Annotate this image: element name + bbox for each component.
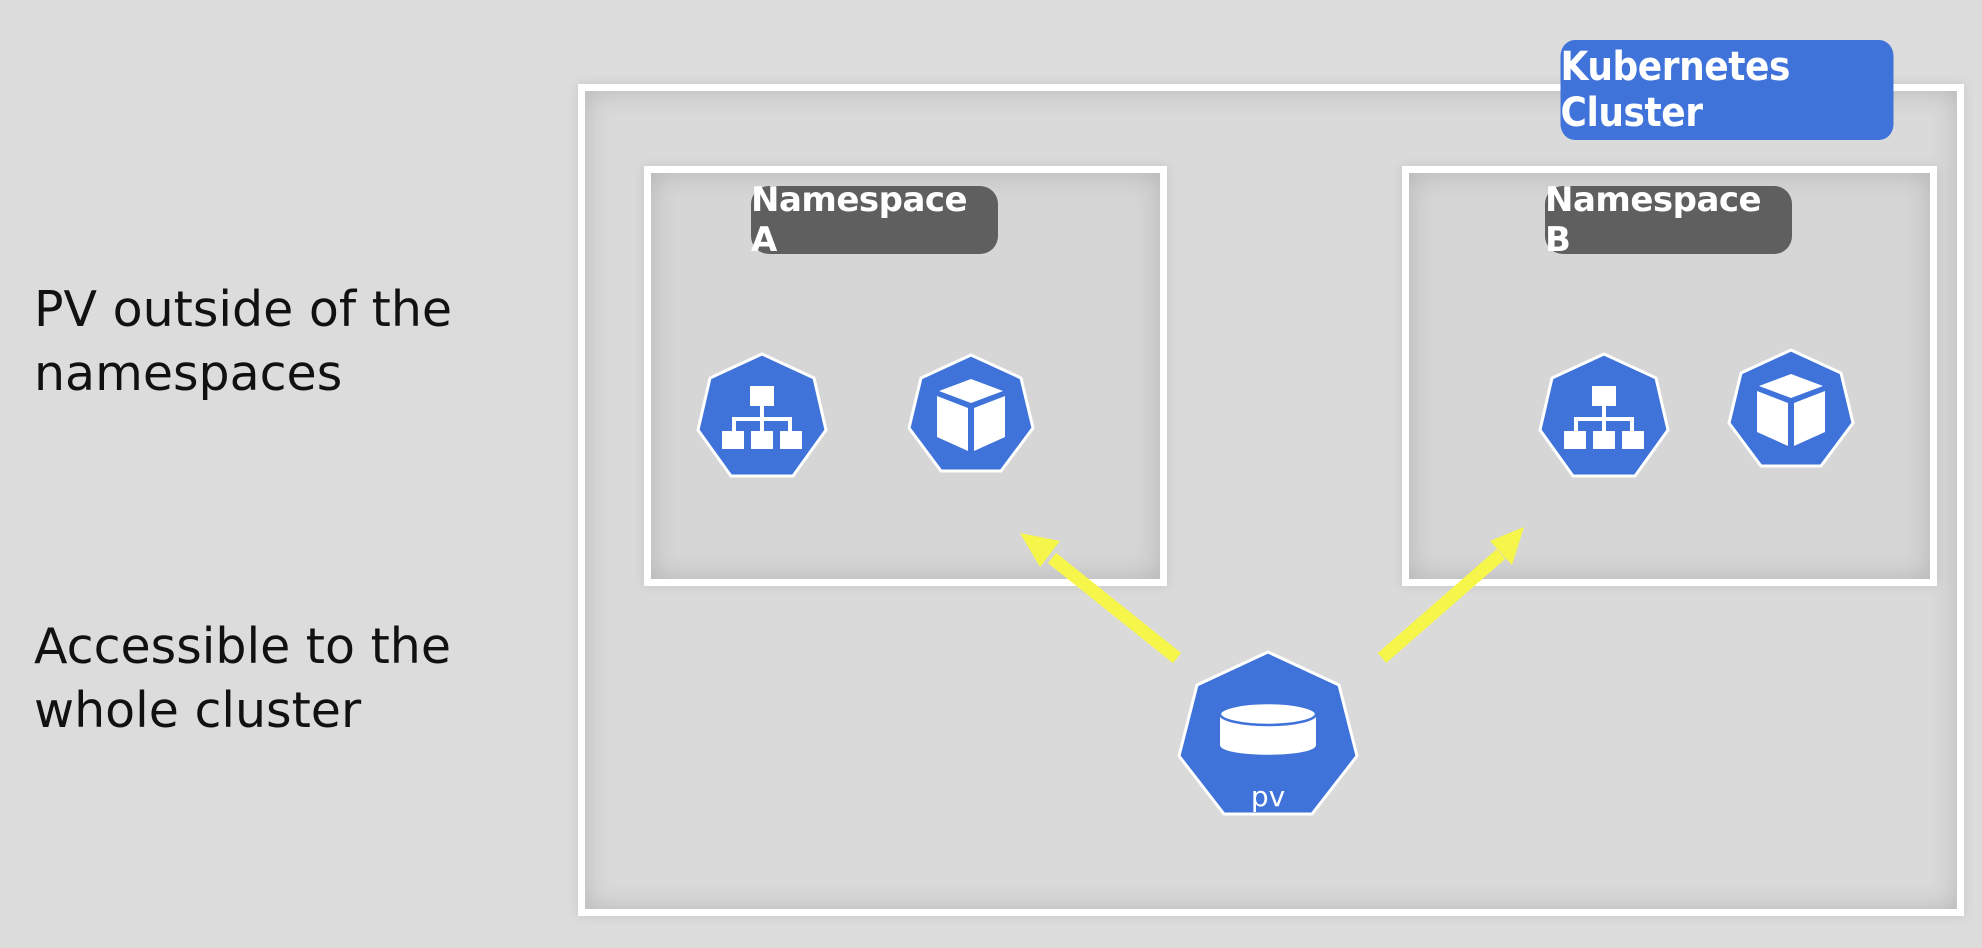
cluster-label: Kubernetes Cluster bbox=[1560, 40, 1894, 140]
service-icon bbox=[1538, 352, 1670, 478]
namespace-a-label-text: Namespace A bbox=[751, 180, 968, 260]
persistent-volume-icon: pv bbox=[1177, 650, 1359, 816]
accessible-cluster-text: Accessible to the whole cluster bbox=[34, 615, 451, 743]
text-line: whole cluster bbox=[34, 682, 362, 739]
pv-label: pv bbox=[1251, 780, 1285, 813]
pod-icon bbox=[1727, 348, 1855, 468]
text-line: namespaces bbox=[34, 345, 343, 402]
namespace-b-label-text: Namespace B bbox=[1545, 180, 1762, 260]
namespace-b-label: Namespace B bbox=[1545, 180, 1792, 260]
text-line: PV outside of the bbox=[34, 281, 453, 338]
text-line: Accessible to the bbox=[34, 618, 451, 675]
namespace-a-label: Namespace A bbox=[751, 180, 998, 260]
pod-icon bbox=[907, 353, 1035, 473]
arrow-to-namespace-b bbox=[1377, 527, 1524, 663]
service-icon bbox=[696, 352, 828, 478]
arrow-to-namespace-a bbox=[1020, 533, 1182, 664]
cluster-label-text: Kubernetes Cluster bbox=[1560, 44, 1791, 136]
pv-outside-namespaces-text: PV outside of the namespaces bbox=[34, 278, 452, 406]
